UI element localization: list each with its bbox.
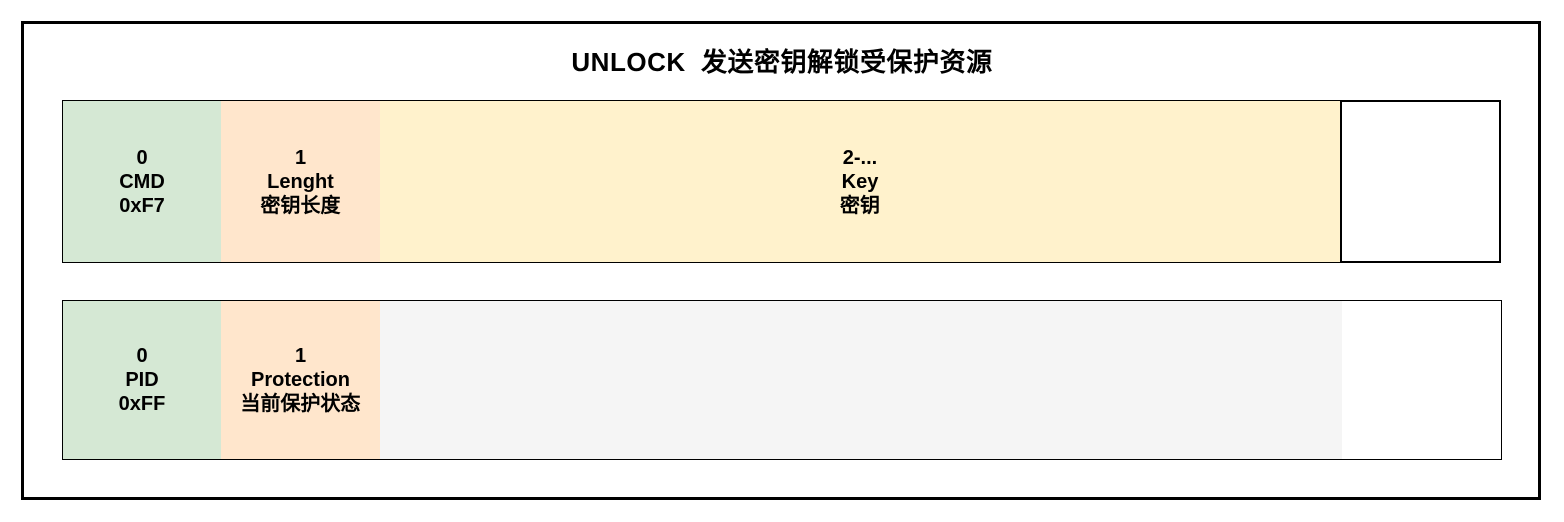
field-offset: 1: [294, 345, 307, 367]
field-name: Key: [841, 170, 879, 193]
packet-row-command: 0 CMD 0xF7 1 Lenght 密钥长度 2-... Key 密钥: [62, 100, 1341, 263]
field-offset: 2-...: [842, 146, 878, 169]
field-pid: 0 PID 0xFF: [63, 301, 221, 459]
field-protection: 1 Protection 当前保护状态: [221, 301, 380, 459]
field-name: CMD: [119, 170, 165, 193]
field-name: PID: [125, 369, 159, 391]
trailing-empty-box: [1340, 100, 1501, 263]
outer-frame: [21, 21, 1541, 500]
field-name: Lenght: [267, 170, 334, 193]
field-offset: 0: [136, 345, 148, 367]
field-desc: 密钥: [840, 194, 880, 217]
diagram-title: UNLOCK 发送密钥解锁受保护资源: [571, 47, 993, 77]
field-cmd: 0 CMD 0xF7: [63, 101, 221, 262]
field-desc: 密钥长度: [260, 194, 341, 217]
packet-row-status: 0 PID 0xFF 1 Protection 当前保护状态: [62, 300, 1502, 460]
field-key: 2-... Key 密钥: [380, 101, 1340, 262]
field-empty-white: [1342, 301, 1501, 459]
field-offset: 0: [136, 146, 148, 169]
field-desc: 0xF7: [119, 194, 165, 217]
field-desc: 当前保护状态: [240, 393, 361, 415]
field-length: 1 Lenght 密钥长度: [221, 101, 380, 262]
field-name: Protection: [251, 369, 350, 391]
field-offset: 1: [294, 146, 307, 169]
field-empty-gray: [380, 301, 1342, 459]
field-desc: 0xFF: [118, 393, 166, 415]
